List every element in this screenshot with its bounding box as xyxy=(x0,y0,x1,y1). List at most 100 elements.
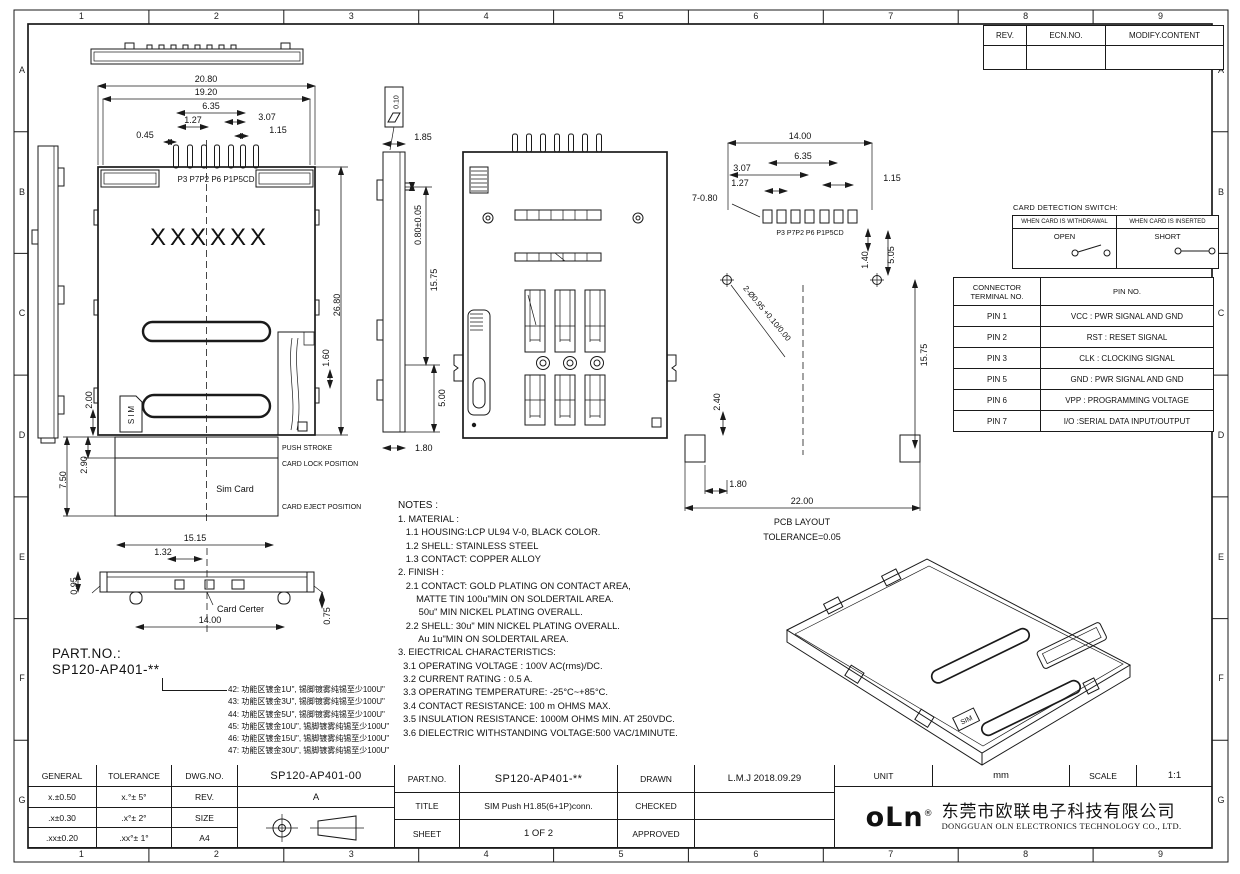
note-line: 2.1 CONTACT: GOLD PLATING ON CONTACT ARE… xyxy=(398,580,631,591)
note-line: 1.2 SHELL: STAINLESS STEEL xyxy=(398,540,539,551)
dim-label: 1.85 xyxy=(414,132,432,142)
grid-col-label: 8 xyxy=(1023,11,1029,21)
grid-col-label: 1 xyxy=(78,11,84,21)
grid-col-label: 9 xyxy=(1158,11,1164,21)
unit-value: mm xyxy=(933,765,1070,787)
grid-row-label: E xyxy=(1217,551,1224,562)
note-line: 3.2 CURRENT RATING : 0.5 A. xyxy=(398,674,533,685)
dim-label: 15.15 xyxy=(184,533,207,543)
grid-col-label: 7 xyxy=(888,849,894,859)
card-detection-switch-table: WHEN CARD IS WITHDRAWAL WHEN CARD IS INS… xyxy=(1012,215,1219,269)
left-side-profile-view xyxy=(31,145,65,444)
grid-col-label: 9 xyxy=(1158,849,1164,859)
part-plating-option: 45: 功能区镀金10U", 锡脚镀雾纯锡至少100U" xyxy=(228,721,390,731)
dim-label: 1.80 xyxy=(415,443,433,453)
grid-col-label: 7 xyxy=(888,11,894,21)
grid-row-label: F xyxy=(1218,673,1224,684)
dim-label: 14.00 xyxy=(199,615,222,625)
grid-col-label: 4 xyxy=(483,849,489,859)
grid-row-label: E xyxy=(18,551,25,562)
grid-row-label: C xyxy=(1217,308,1225,319)
push-stroke-label: PUSH STROKE xyxy=(282,445,333,452)
note-line: 1.1 HOUSING:LCP UL94 V-0, BLACK COLOR. xyxy=(398,527,601,538)
note-line: 1. MATERIAL : xyxy=(398,514,459,524)
pin-table-header-pin: PIN NO. xyxy=(1040,277,1214,306)
pin-table-cell-desc: VPP : PROGRAMMING VOLTAGE xyxy=(1040,389,1214,411)
dim-label: 1.27 xyxy=(184,115,202,125)
tolerance-linear-1: x.±0.50 xyxy=(28,787,97,808)
part-number-label: PART.NO.: xyxy=(52,646,122,661)
oln-logo: oLn® xyxy=(865,801,934,833)
dim-label: 2.40 xyxy=(712,393,722,411)
dim-label: 3.07 xyxy=(258,112,276,122)
switch-short-cell: SHORT xyxy=(1116,228,1219,269)
front-pins-label: P3 P7P2 P6 P1P5CD xyxy=(178,175,255,184)
dim-label: 1.80 xyxy=(729,479,747,489)
dim-label: 20.80 xyxy=(195,74,218,84)
grid-col-label: 6 xyxy=(753,11,759,21)
open-switch-icon xyxy=(1071,244,1110,257)
notes-title: NOTES : xyxy=(398,500,439,511)
note-line: 3.6 DIELECTRIC WITHSTANDING VOLTAGE:500 … xyxy=(398,727,678,738)
pcb-tolerance: TOLERANCE=0.05 xyxy=(763,532,841,542)
note-line: 3. EIECTRICAL CHARACTERISTICS: xyxy=(398,647,556,658)
checked-label: CHECKED xyxy=(618,793,695,820)
grid-col-label: 6 xyxy=(753,849,759,859)
part-plating-option: 43: 功能区镀金3U", 锡脚镀雾纯锡至少100U" xyxy=(228,697,385,707)
drawn-value: L.M.J 2018.09.29 xyxy=(695,765,835,793)
grid-col-label: 2 xyxy=(213,849,219,859)
card-switch-title: CARD DETECTION SWITCH: xyxy=(1013,203,1118,212)
title-value: SIM Push H1.85(6+1P)conn. xyxy=(460,793,618,820)
shell-marking: XXXXXX xyxy=(150,224,270,251)
card-eject-label: CARD EJECT POSITION xyxy=(282,504,361,511)
side-view: 0.10 1.85 0.80±0.05 15.75 5.00 1.80 xyxy=(376,86,447,453)
grid-row-label: G xyxy=(18,795,26,806)
grid-col-label: 5 xyxy=(618,849,624,859)
card-center-label: Card Certer xyxy=(217,604,264,614)
sim-tag-label: SIM xyxy=(127,404,136,424)
grid-col-label: 5 xyxy=(618,11,624,21)
dim-label: 5.00 xyxy=(437,389,447,407)
title-block: GENERAL TOLERANCE x.±0.50 x.°± 5° .x±0.3… xyxy=(28,765,1212,848)
pin-table-cell-desc: CLK : CLOCKING SIGNAL xyxy=(1040,347,1214,369)
dim-label: 1.15 xyxy=(269,125,287,135)
grid-col-label: 1 xyxy=(78,849,84,859)
grid-col-label: 3 xyxy=(348,11,354,21)
note-line: 3.3 OPERATING TEMPERATURE: -25°C~+85°C. xyxy=(398,687,608,698)
pin-table-cell-desc: I/O :SERIAL DATA INPUT/OUTPUT xyxy=(1040,410,1214,432)
tolerance-linear-3: .xx±0.20 xyxy=(28,828,97,848)
dim-label: 22.00 xyxy=(791,496,814,506)
note-line: 1.3 CONTACT: COPPER ALLOY xyxy=(398,554,541,565)
grid-col-label: 3 xyxy=(348,849,354,859)
note-line: Au 1u"MIN ON SOLDERTAIL AREA. xyxy=(398,634,569,645)
card-lock-label: CARD LOCK POSITION xyxy=(282,461,358,468)
note-line: 3.1 OPERATING VOLTAGE : 100V AC(rms)/DC. xyxy=(398,660,603,671)
dim-label: 26.80 xyxy=(332,294,342,317)
part-plating-option: 47: 功能区镀金30U", 锡脚镀雾纯锡至少100U" xyxy=(228,746,390,756)
ecn-header: ECN.NO. xyxy=(1026,25,1106,46)
checked-value xyxy=(695,793,835,820)
dim-label: 6.35 xyxy=(202,101,220,111)
switch-open-cell: OPEN xyxy=(1012,228,1117,269)
company-names: 东莞市欧联电子科技有限公司 DONGGUAN OLN ELECTRONICS T… xyxy=(942,802,1182,831)
dim-label: 2.90 xyxy=(79,456,89,474)
flatness-value: 0.10 xyxy=(394,95,401,109)
switch-short-label: SHORT xyxy=(1154,232,1181,241)
general-tolerance-header-1: GENERAL xyxy=(28,765,97,787)
company-cell: oLn® 东莞市欧联电子科技有限公司 DONGGUAN OLN ELECTRON… xyxy=(835,787,1212,848)
switch-col-withdrawn: WHEN CARD IS WITHDRAWAL xyxy=(1012,215,1117,229)
part-number-value: SP120-AP401-** xyxy=(52,662,160,677)
size-label: SIZE xyxy=(172,808,238,828)
grid-row-label: B xyxy=(18,186,25,197)
drawn-label: DRAWN xyxy=(618,765,695,793)
dim-label: 1.15 xyxy=(883,173,901,183)
dim-label: 15.75 xyxy=(429,269,439,292)
scale-value: 1:1 xyxy=(1137,765,1212,787)
